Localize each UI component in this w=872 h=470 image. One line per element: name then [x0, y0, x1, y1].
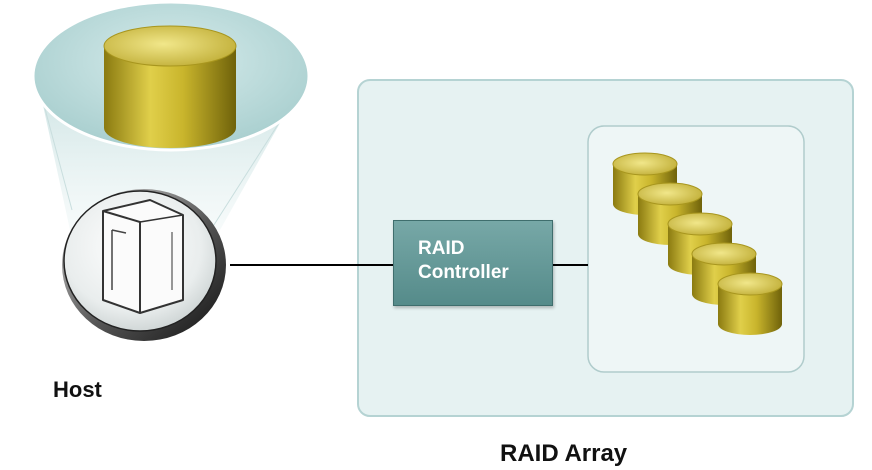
disk-cylinder-icon	[717, 272, 783, 335]
host-label: Host	[53, 377, 102, 402]
raid-controller-box	[393, 220, 553, 306]
physical-disk-stack	[612, 152, 783, 335]
raid-array-label: RAID Array	[500, 440, 628, 467]
raid-controller-label: RAID Controller	[418, 237, 509, 285]
server-tower-icon	[62, 189, 226, 341]
controller-label-line2: Controller	[418, 262, 509, 283]
controller-label-line1: RAID	[418, 238, 465, 259]
logical-disk-icon	[103, 25, 237, 148]
